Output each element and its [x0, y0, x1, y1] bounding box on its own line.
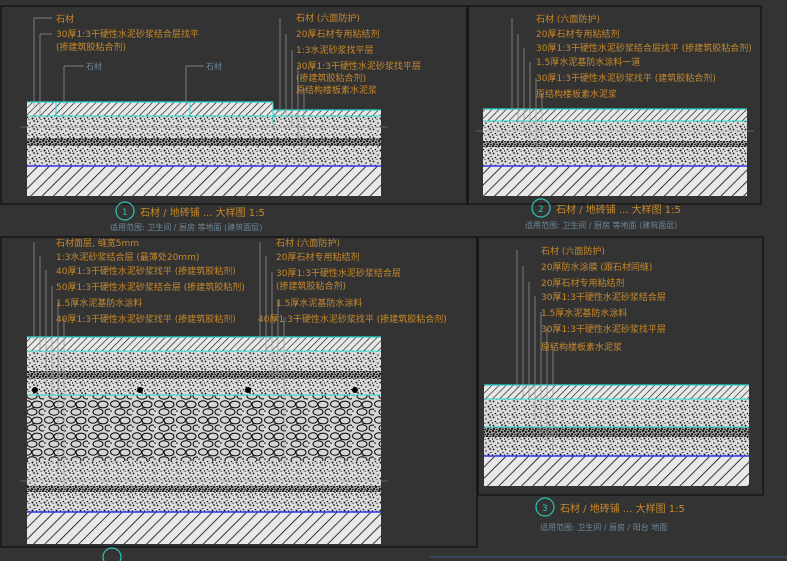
- label-tr-6: 原结构楼板素水泥浆: [536, 88, 617, 100]
- label-tl-right-5: (掺建筑胶粘合剂): [296, 72, 366, 84]
- label-br-6: 30厚1:3干硬性水泥砂浆找平层: [541, 323, 666, 335]
- label-tl-mid-2: 石材: [206, 61, 222, 71]
- label-tr-1: 石材 (六面防护): [536, 13, 600, 25]
- label-tl-left-3: (掺建筑胶粘合剂): [56, 41, 126, 53]
- label-tl-left-2: 30厚1:3干硬性水泥砂浆结合层找平: [56, 28, 199, 40]
- caption-1-title: 石材 / 地砖铺 ... 大样图 1:5: [140, 206, 265, 219]
- label-bl-left-3: 40厚1:3干硬性水泥砂浆找平 (掺建筑胶粘剂): [56, 265, 236, 277]
- label-br-2: 20厚防水涂膜 (跟石材同缝): [541, 261, 652, 273]
- label-bl-left-5: 1.5厚水泥基防水涂料: [56, 297, 142, 309]
- caption-3-sub: 适用范围: 卫生间 / 厨房 / 阳台 地面: [540, 522, 667, 532]
- label-tr-2: 20厚石材专用粘结剂: [536, 28, 619, 40]
- label-bl-right-4: (掺建筑胶粘合剂): [276, 280, 346, 292]
- caption-detail-3: 3 石材 / 地砖铺 ... 大样图 1:5 适用范围: 卫生间 / 厨房 / …: [535, 497, 685, 532]
- label-bl-left-4: 50厚1:3干硬性水泥砂浆结合层 (掺建筑胶粘剂): [56, 281, 245, 293]
- label-bl-left-2: 1:3水泥砂浆结合层 (最薄处20mm): [56, 251, 199, 263]
- label-bl-left-1: 石材面层, 缝宽5mm: [56, 237, 139, 249]
- label-tl-right-3: 1:3水泥砂浆找平层: [296, 44, 374, 56]
- panel-detail-bottom-right: 石材 (六面防护) 20厚防水涂膜 (跟石材同缝) 20厚石材专用粘结剂 30厚…: [477, 236, 764, 496]
- label-bl-right-2: 20厚石材专用粘结剂: [276, 251, 359, 263]
- label-tl-right-4: 30厚1:3干硬性水泥砂浆找平层: [296, 60, 421, 72]
- label-br-5: 1.5厚水泥基防水涂料: [541, 307, 627, 319]
- label-tr-5: 30厚1:3干硬性水泥砂浆找平 (建筑胶粘合剂): [536, 72, 716, 84]
- label-tl-mid-1: 石材: [86, 61, 102, 71]
- caption-3-number: 3: [542, 504, 548, 514]
- label-tl-left-1: 石材: [56, 13, 74, 25]
- panel-detail-top-right: 石材 (六面防护) 20厚石材专用粘结剂 30厚1:3干硬性水泥砂浆结合层找平 …: [467, 5, 762, 205]
- label-br-7: 原结构楼板素水泥浆: [541, 341, 622, 353]
- caption-1-number: 1: [122, 208, 128, 218]
- label-bl-right-5: 1.5厚水泥基防水涂料: [276, 297, 362, 309]
- caption-1-sub: 适用范围: 卫生间 / 厨房 等地面 (建筑面层): [110, 222, 262, 232]
- layer-stack-bottom-right: [484, 384, 749, 486]
- label-br-4: 30厚1:3干硬性水泥砂浆结合层: [541, 291, 666, 303]
- panel-detail-top-left: 石材 30厚1:3干硬性水泥砂浆结合层找平 (掺建筑胶粘合剂) 石材 石材 石材…: [0, 5, 468, 205]
- caption-2-title: 石材 / 地砖铺 ... 大样图 1:5: [556, 203, 681, 216]
- label-tl-right-2: 20厚石材专用粘结剂: [296, 28, 379, 40]
- layer-stack-bottom-left: [20, 336, 388, 544]
- caption-marker-partial: [102, 547, 122, 561]
- label-br-1: 石材 (六面防护): [541, 245, 605, 257]
- label-tl-right-6: 原结构楼板素水泥浆: [296, 84, 377, 96]
- caption-3-title: 石材 / 地砖铺 ... 大样图 1:5: [560, 502, 685, 515]
- label-bl-right-6: 40厚1:3干硬性水泥砂浆找平 (掺建筑胶粘合剂): [258, 313, 447, 325]
- label-bl-left-6: 40厚1:3干硬性水泥砂浆找平 (掺建筑胶粘剂): [56, 313, 236, 325]
- caption-2-sub: 适用范围: 卫生间 / 厨房 等地面 (建筑面层): [525, 220, 677, 230]
- panel-detail-bottom-left: 石材面层, 缝宽5mm 1:3水泥砂浆结合层 (最薄处20mm) 40厚1:3干…: [0, 236, 478, 548]
- label-bl-right-3: 30厚1:3干硬性水泥砂浆结合层: [276, 267, 401, 279]
- caption-detail-1: 1 石材 / 地砖铺 ... 大样图 1:5 适用范围: 卫生间 / 厨房 等地…: [110, 201, 265, 232]
- caption-detail-2: 2 石材 / 地砖铺 ... 大样图 1:5 适用范围: 卫生间 / 厨房 等地…: [525, 198, 681, 230]
- label-tr-4: 1.5厚水泥基防水涂料一道: [536, 56, 640, 68]
- label-tr-3: 30厚1:3干硬性水泥砂浆结合层找平 (掺建筑胶粘合剂): [536, 42, 752, 54]
- layer-stack-top-right: [476, 108, 754, 196]
- label-tl-right-1: 石材 (六面防护): [296, 12, 360, 24]
- caption-2-number: 2: [538, 205, 544, 215]
- label-br-3: 20厚石材专用粘结剂: [541, 277, 624, 289]
- layer-stack-top-left: [20, 101, 388, 196]
- label-bl-right-1: 石材 (六面防护): [276, 237, 340, 249]
